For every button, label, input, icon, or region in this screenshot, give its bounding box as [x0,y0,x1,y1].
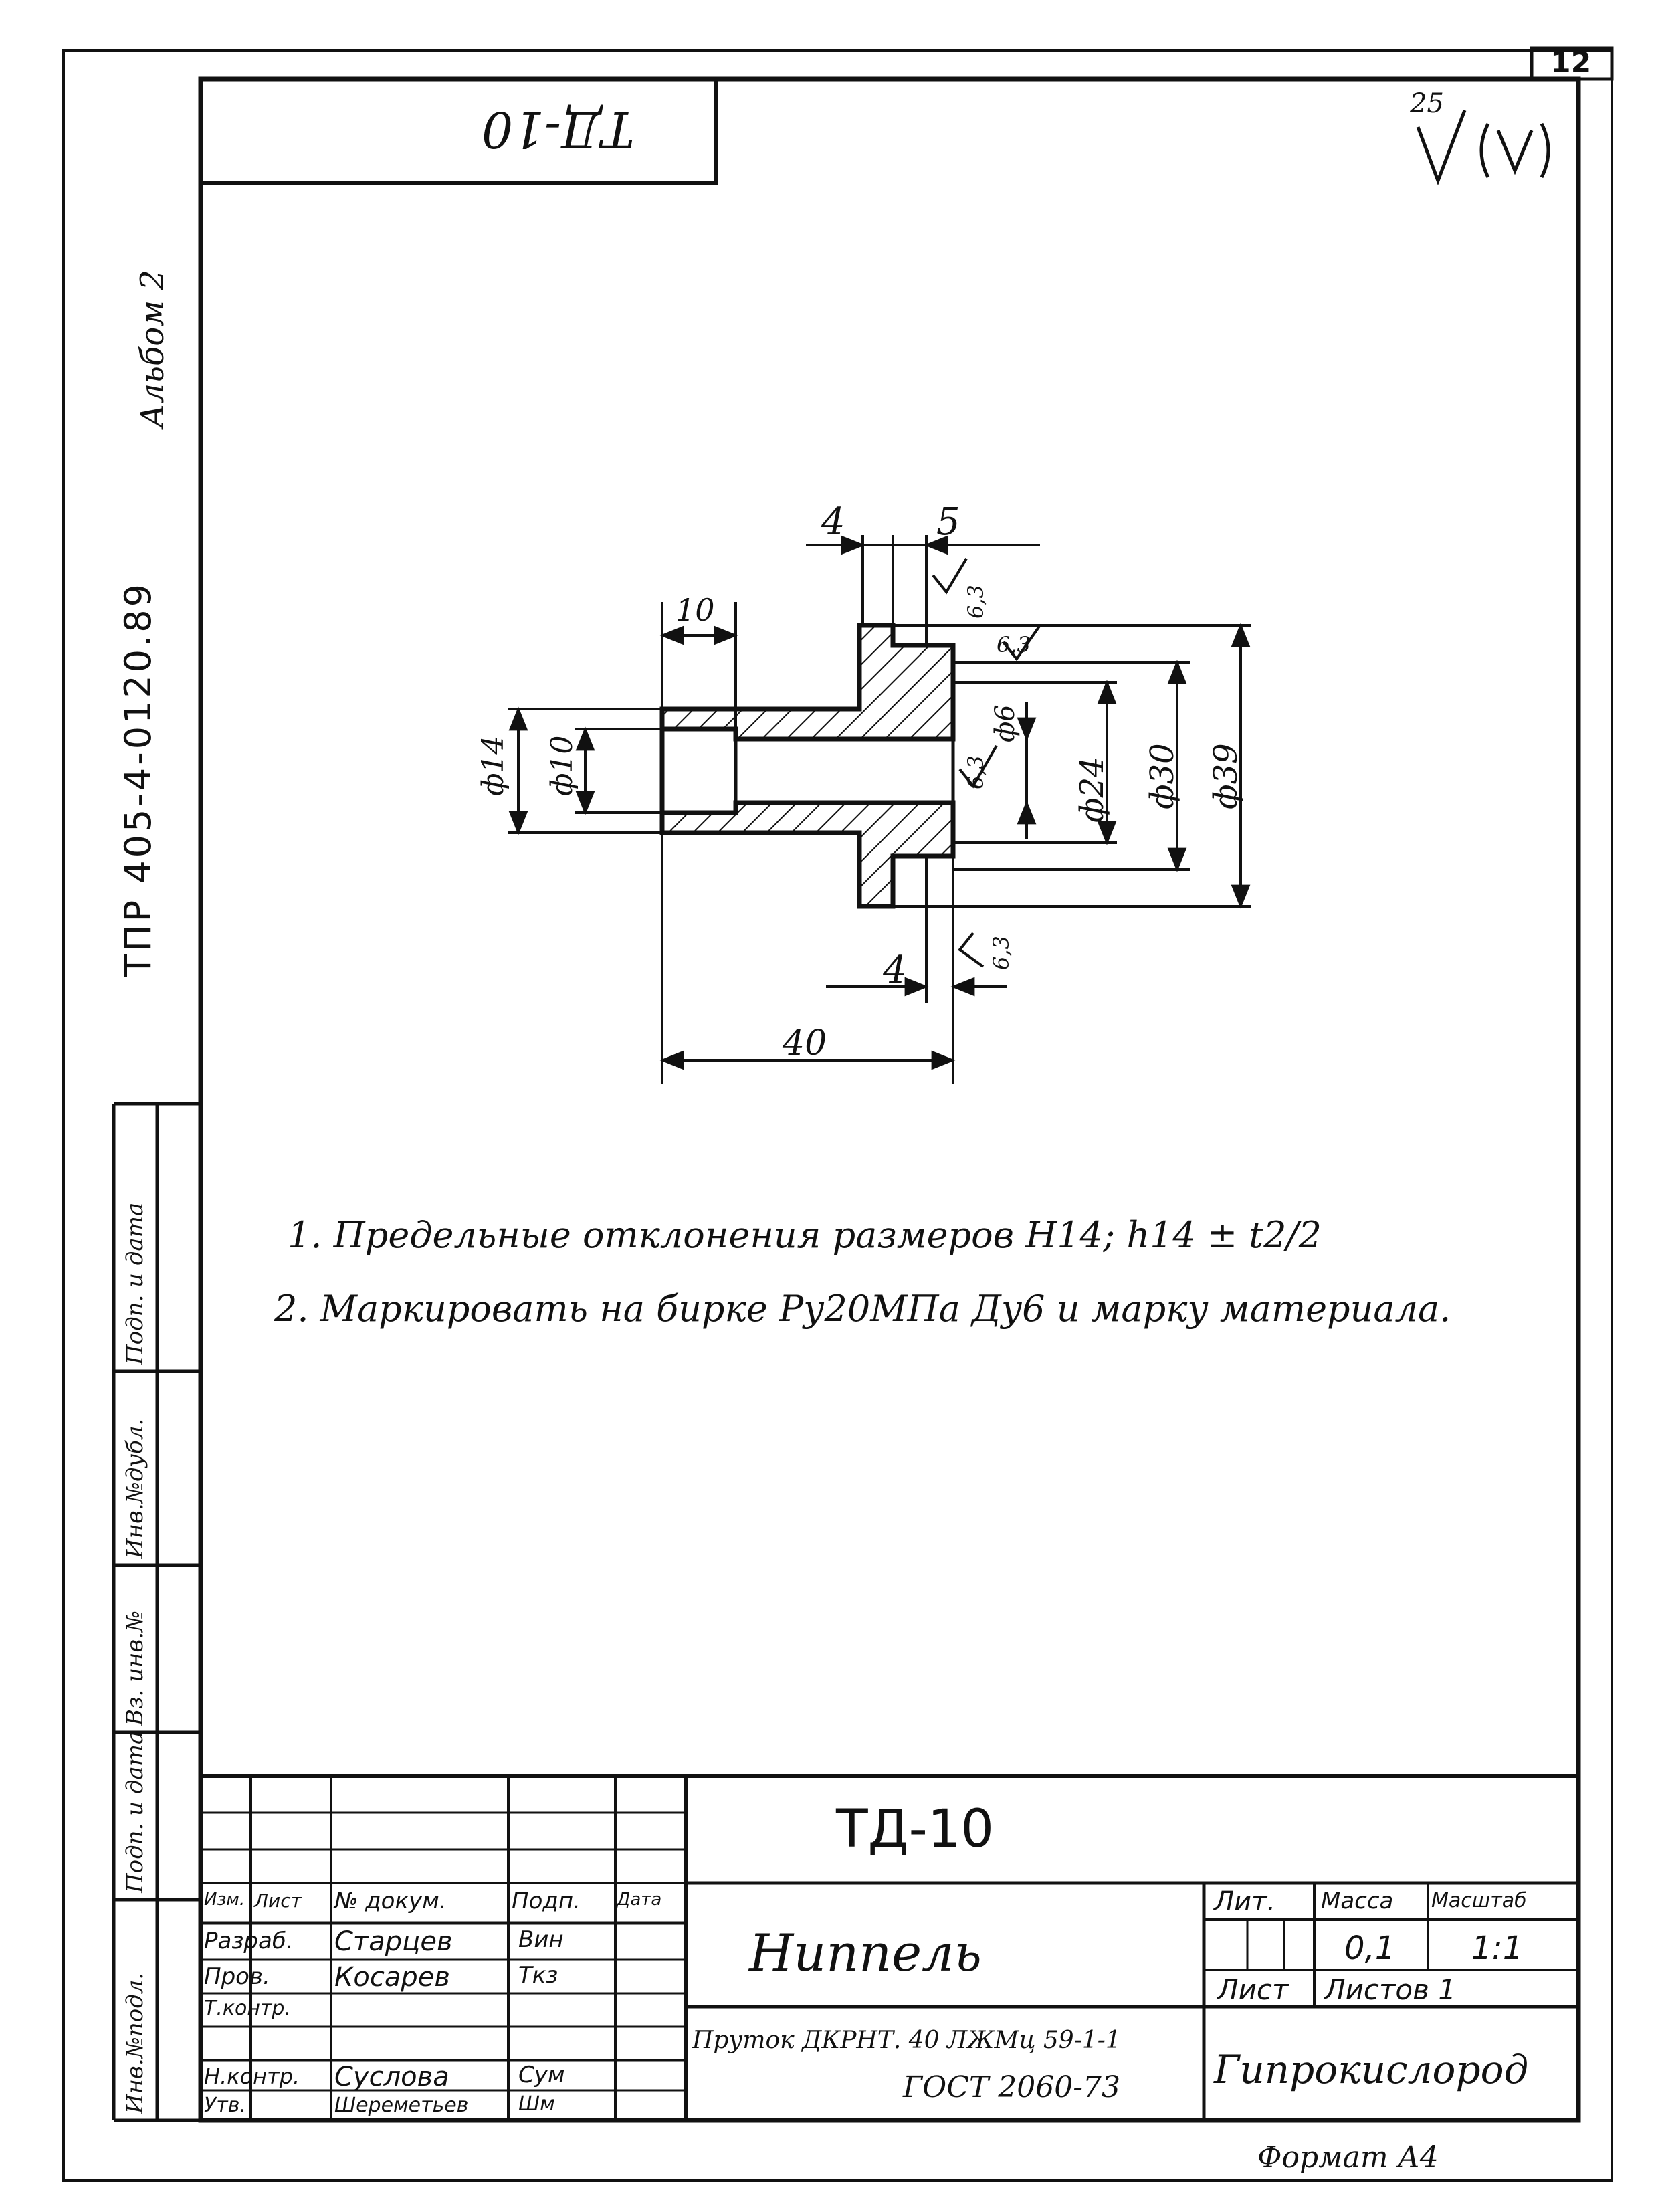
tb-row-role: Пров. [204,1963,270,1990]
tb-scale-value: 1:1 [1471,1930,1524,1967]
tb-header-scale: Масштаб [1431,1889,1527,1912]
stamp-vz-inv: Вз. инв.№ [122,1610,148,1726]
dim-4-bottom: 4 [883,948,907,992]
dim-dia-39: ф39 [1207,743,1245,809]
tb-row-role: Т.контр. [204,1997,292,2020]
tb-row-name: Старцев [334,1926,453,1957]
tb-header-sign: Подп. [512,1888,581,1914]
tb-row-sig: Вин [518,1926,564,1953]
album-label: Альбом 2 [134,270,171,428]
roughness-6-3-a: 6,3 [963,585,989,619]
tb-material-2: ГОСТ 2060-73 [903,2070,1121,2104]
roughness-value: 25 [1410,88,1444,119]
roughness-6-3-b: 6,3 [997,632,1031,658]
dim-dia-24: ф24 [1073,757,1111,823]
tb-row-sig: Ткз [518,1962,558,1989]
tb-row-role: Н.контр. [204,2064,300,2089]
tb-sheets-label: Листов 1 [1324,1973,1456,2006]
tb-row-sig: Сум [518,2062,565,2088]
tb-row-role: Разраб. [204,1928,294,1954]
sheet-frame [62,46,1614,2182]
stamp-podp-data-2: Подп. и дата [122,1202,148,1365]
tb-organization: Гипрокислород [1214,2047,1529,2092]
tb-row-name: Косарев [334,1962,450,1993]
tb-format: Формат А4 [1257,2140,1439,2175]
tb-sheet-label: Лист [1217,1973,1289,2006]
side-stamp-grid [112,1102,201,2122]
dim-dia-6: ф6 [990,704,1021,742]
tb-header-date: Дата [617,1890,662,1910]
tb-row-name: Суслова [334,2062,449,2092]
tb-header-izm: Изм. [204,1890,245,1910]
stamp-inv-podl: Инв.№подл. [122,1972,148,2114]
note-2: 2. Маркировать на бирке Ру20МПа Ду6 и ма… [274,1288,1451,1330]
tb-designation: ТД-10 [836,1799,994,1859]
dim-40: 40 [783,1023,827,1064]
dim-5-top: 5 [936,500,960,544]
dimension-lines [508,535,1251,1084]
tb-mass-value: 0,1 [1344,1930,1396,1967]
title-block-grid [201,1774,1578,2120]
roughness-6-3-d: 6,3 [989,936,1014,970]
roughness-marks [932,110,1550,968]
project-code: ТПР 405-4-0120.89 [117,581,159,977]
dim-dia-14: ф14 [476,735,510,796]
tb-material-1: Пруток ДКРНТ. 40 ЛЖМц 59-1-1 [692,2027,1121,2054]
dim-dia-10: ф10 [545,735,579,796]
roughness-6-3-c: 6,3 [963,755,989,789]
tb-header-doc: № докум. [334,1888,447,1914]
tb-header-list: Лист [254,1890,302,1912]
top-mark-box [199,77,718,185]
stamp-inv-dubl: Инв.№дубл. [122,1418,148,1559]
top-mark: ТД-10 [482,100,635,158]
tb-header-mass: Масса [1321,1888,1394,1914]
tb-part-name: Ниппель [749,1923,982,1983]
note-1: 1. Предельные отклонения размеров H14; h… [288,1214,1322,1256]
tb-row-name: Шереметьев [334,2094,469,2117]
stamp-podp-data-1: Подп. и дата [122,1730,148,1893]
part-section [659,623,956,909]
page-number: 12 [1550,45,1592,80]
dim-10: 10 [676,592,715,628]
tb-row-sig: Шм [518,2092,555,2116]
dim-4-top: 4 [821,500,845,544]
tb-header-lit: Лит. [1214,1886,1276,1917]
dim-dia-30: ф30 [1144,743,1181,809]
tb-row-role: Утв. [204,2094,246,2117]
